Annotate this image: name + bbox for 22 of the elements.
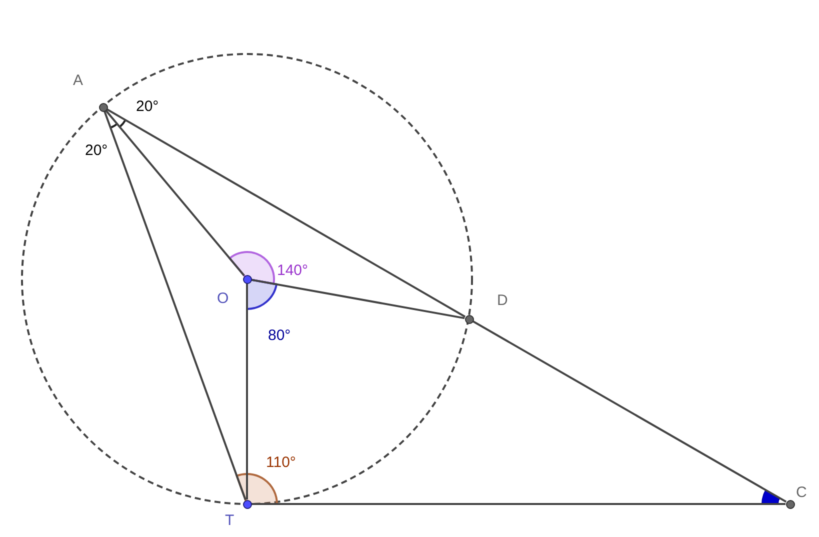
line-segment xyxy=(105,110,245,276)
line-segment xyxy=(104,110,246,500)
point-marker xyxy=(786,500,794,508)
angle-label: 140° xyxy=(277,262,308,279)
line-segment xyxy=(252,503,786,505)
point-marker xyxy=(464,314,474,324)
point-marker xyxy=(242,274,252,284)
point-marker xyxy=(242,500,252,508)
point-label: C xyxy=(796,484,807,501)
point-label: A xyxy=(73,72,84,89)
point-label: O xyxy=(217,290,229,307)
point-label: T xyxy=(225,512,234,529)
line-segment xyxy=(251,278,465,320)
angle-label: 20° xyxy=(85,142,108,159)
line-segment xyxy=(106,108,466,318)
line-segment xyxy=(472,320,787,503)
angle-label: 80° xyxy=(268,327,291,344)
point-label: D xyxy=(497,292,508,309)
point-marker xyxy=(98,102,108,112)
angle-label: 110° xyxy=(266,454,296,471)
line-segment xyxy=(246,284,248,500)
angle-label: 20° xyxy=(136,98,159,115)
